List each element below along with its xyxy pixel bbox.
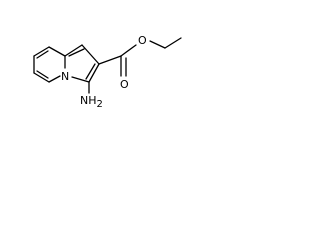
bond-c2-c3 <box>88 63 100 83</box>
bond-c8a-c1 <box>64 44 83 57</box>
carbonyl-oxygen-label: O <box>120 78 129 91</box>
bond-c5-n4 <box>48 75 61 83</box>
amino-group-label: NH2 <box>80 94 103 110</box>
bond-c2-carbonyl-carbon <box>98 55 122 65</box>
bond-carbonyl-c-ester-o <box>120 44 137 57</box>
bond-c8-c7 <box>33 46 50 57</box>
amino-nh-text: NH <box>80 94 97 107</box>
chemical-structure-diagram: N O O NH2 <box>33 34 182 110</box>
amino-subscript: 2 <box>97 99 103 110</box>
ester-oxygen-label: O <box>138 34 147 47</box>
bond-c8-c7-double <box>36 50 49 59</box>
bond-c6-c5-double <box>36 70 49 79</box>
bond-ester-o-ch2 <box>149 40 166 49</box>
bond-c6-c5 <box>33 72 50 83</box>
bond-c8a-c1-double <box>68 48 85 57</box>
bond-c8a-c8 <box>48 46 66 57</box>
bond-c3-n4 <box>71 76 90 83</box>
bond-c1-c2 <box>81 44 100 65</box>
bond-c2-c3-double <box>85 63 96 80</box>
bond-ch2-ch3 <box>164 37 182 49</box>
ring-nitrogen-label: N <box>61 70 69 83</box>
